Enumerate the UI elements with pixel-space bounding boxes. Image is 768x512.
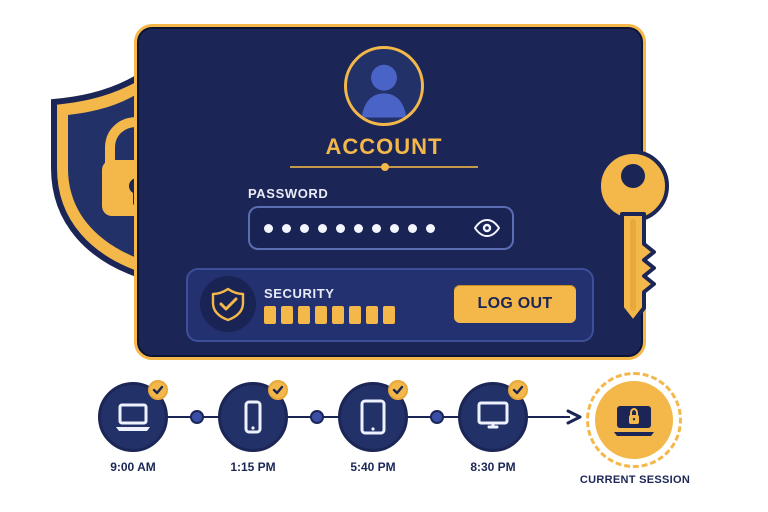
checkmark-icon	[148, 380, 168, 400]
timeline-connector-dot	[190, 410, 204, 424]
session-timeline: 9:00 AM 1:15 PM 5:40 PM	[0, 368, 768, 508]
desktop-monitor-icon	[458, 382, 528, 452]
timeline-connector-dot	[310, 410, 324, 424]
event-time: 1:15 PM	[230, 460, 276, 474]
password-dot	[354, 223, 363, 233]
security-strength-bar	[383, 306, 395, 324]
password-dot	[372, 223, 381, 233]
password-dot	[264, 223, 273, 233]
security-label: SECURITY	[264, 286, 335, 301]
laptop-icon	[98, 382, 168, 452]
current-session-indicator	[586, 372, 682, 468]
security-strength-bar	[349, 306, 361, 324]
password-dot	[300, 223, 309, 233]
password-dot	[390, 223, 399, 233]
password-label: PASSWORD	[248, 186, 329, 201]
shield-check-icon	[200, 276, 256, 332]
laptop-lock-icon	[595, 381, 673, 459]
security-strength-bar	[264, 306, 276, 324]
password-masked-value	[264, 223, 435, 233]
logout-button[interactable]: LOG OUT	[454, 285, 576, 323]
event-time: 8:30 PM	[470, 460, 516, 474]
event-time: 9:00 AM	[110, 460, 156, 474]
security-strength-bar	[315, 306, 327, 324]
security-strength-bar	[281, 306, 293, 324]
security-strength-meter	[264, 306, 395, 324]
password-dot	[336, 223, 345, 233]
event-time: 5:40 PM	[350, 460, 396, 474]
password-dot	[426, 223, 435, 233]
password-input[interactable]	[248, 206, 514, 250]
current-session-label: CURRENT SESSION	[579, 474, 691, 486]
timeline-connector-dot	[430, 410, 444, 424]
password-dot	[408, 223, 417, 233]
security-strength-bar	[332, 306, 344, 324]
checkmark-icon	[268, 380, 288, 400]
account-title: ACCOUNT	[325, 134, 443, 159]
key-icon	[592, 148, 674, 326]
password-dot	[282, 223, 291, 233]
arrow-right-icon	[566, 409, 582, 425]
checkmark-icon	[388, 380, 408, 400]
title-divider-dot	[381, 163, 389, 171]
eye-icon[interactable]	[472, 215, 502, 241]
security-strength-bar	[298, 306, 310, 324]
password-dot	[318, 223, 327, 233]
checkmark-icon	[508, 380, 528, 400]
security-strength-bar	[366, 306, 378, 324]
user-avatar-icon	[344, 46, 424, 126]
